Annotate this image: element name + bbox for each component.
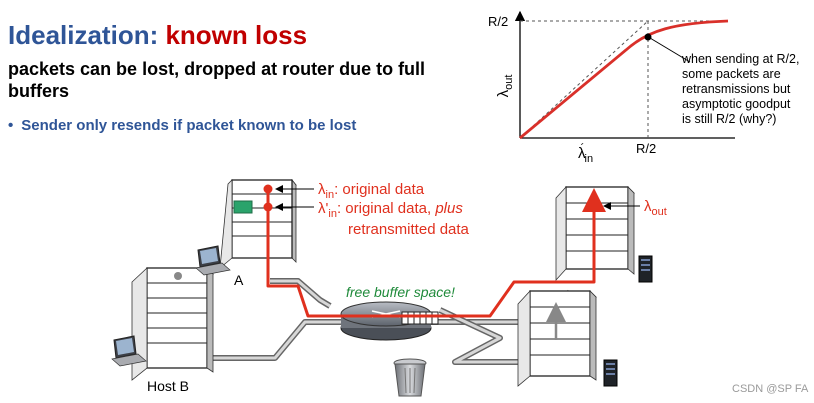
host-a-buffer-packet — [233, 200, 253, 214]
bullet-item: • Sender only resends if packet known to … — [8, 117, 356, 134]
laptop-icon — [111, 335, 147, 367]
lower-right-server — [517, 289, 597, 387]
watermark-text: CSDN @SP FA — [732, 383, 809, 395]
host-a-label: A — [234, 272, 244, 288]
chart-ideal-diagonal — [519, 20, 649, 139]
data-flow-path — [266, 188, 606, 318]
chart-x-axis-label: λ´in — [578, 141, 593, 165]
chart-x-tick-label: R/2 — [636, 141, 656, 156]
free-buffer-label: free buffer space! — [346, 284, 455, 300]
lambda-in-prime-italic: plus — [434, 200, 463, 217]
chart-y-tick-label: R/2 — [488, 14, 508, 29]
chart-goodput-curve — [519, 19, 729, 140]
lambda-out-sub: out — [652, 206, 667, 218]
link-a-router — [270, 279, 331, 308]
bullet-text: Sender only resends if packet known to b… — [21, 117, 357, 134]
lambda-in-prime-label: λ'in: original data, plus — [318, 200, 463, 220]
tower-pc-icon — [603, 359, 618, 387]
chart-ylabel-base: λ — [495, 89, 512, 97]
chart-annotation-line-1: when sending at R/2, — [681, 52, 799, 66]
lambda-in-prime-dot — [263, 202, 273, 212]
chart-ylabel-sub: out — [503, 75, 515, 90]
chart-annotation-line-4: asymptotic goodput — [682, 97, 791, 111]
host-b-label: Host B — [147, 378, 189, 394]
title-accent: known loss — [165, 20, 308, 50]
lambda-in-prime-base: λ' — [318, 200, 329, 217]
chart-operating-point — [644, 33, 652, 41]
svg-text:λout: λout — [495, 75, 515, 98]
lambda-in-base: λ — [318, 181, 326, 198]
lambda-in-label: λin: original data — [318, 181, 425, 201]
chart-xlabel-prime: ´ — [581, 141, 585, 155]
host-a-server — [219, 178, 297, 269]
host-b-origin-dot — [174, 272, 182, 280]
chart-annotation-leader — [649, 37, 691, 63]
lambda-in-sub: in — [326, 189, 335, 201]
chart-xlabel-base: λ — [578, 145, 586, 162]
lambda-out-base: λ — [644, 198, 652, 215]
slide-subtitle: packets can be lost, dropped at router d… — [8, 59, 426, 101]
chart-annotation-line-2: some packets are — [682, 67, 781, 81]
laptop-icon — [195, 245, 231, 276]
chart-y-axis-label: λout — [495, 75, 515, 98]
router-buffer-queue — [401, 311, 439, 325]
trash-bin-icon — [393, 358, 427, 397]
lambda-in-dot — [263, 184, 273, 194]
lambda-in-prime-text: : original data, — [337, 200, 435, 217]
chart-annotation: when sending at R/2, some packets are re… — [681, 52, 799, 126]
chart-annotation-line-5: is still R/2 (why?) — [682, 112, 776, 126]
chart-annotation-line-3: retransmissions but — [682, 82, 791, 96]
lambda-in-text: : original data — [334, 181, 425, 198]
lambda-in-prime-line2: retransmitted data — [348, 221, 470, 238]
host-b-server — [131, 267, 214, 381]
chart-xlabel-sub: in — [585, 153, 594, 165]
lambda-out-label: λout — [644, 198, 667, 218]
goodput-chart: R/2 R/2 λout λ´in when sending at R/2, s… — [488, 10, 799, 165]
tower-pc-icon — [638, 255, 653, 283]
title-main: Idealization: — [8, 20, 166, 50]
lambda-in-prime-sub: in — [328, 208, 337, 220]
bullet-dot-icon: • — [8, 117, 14, 134]
slide-title: Idealization: known loss — [8, 20, 307, 51]
